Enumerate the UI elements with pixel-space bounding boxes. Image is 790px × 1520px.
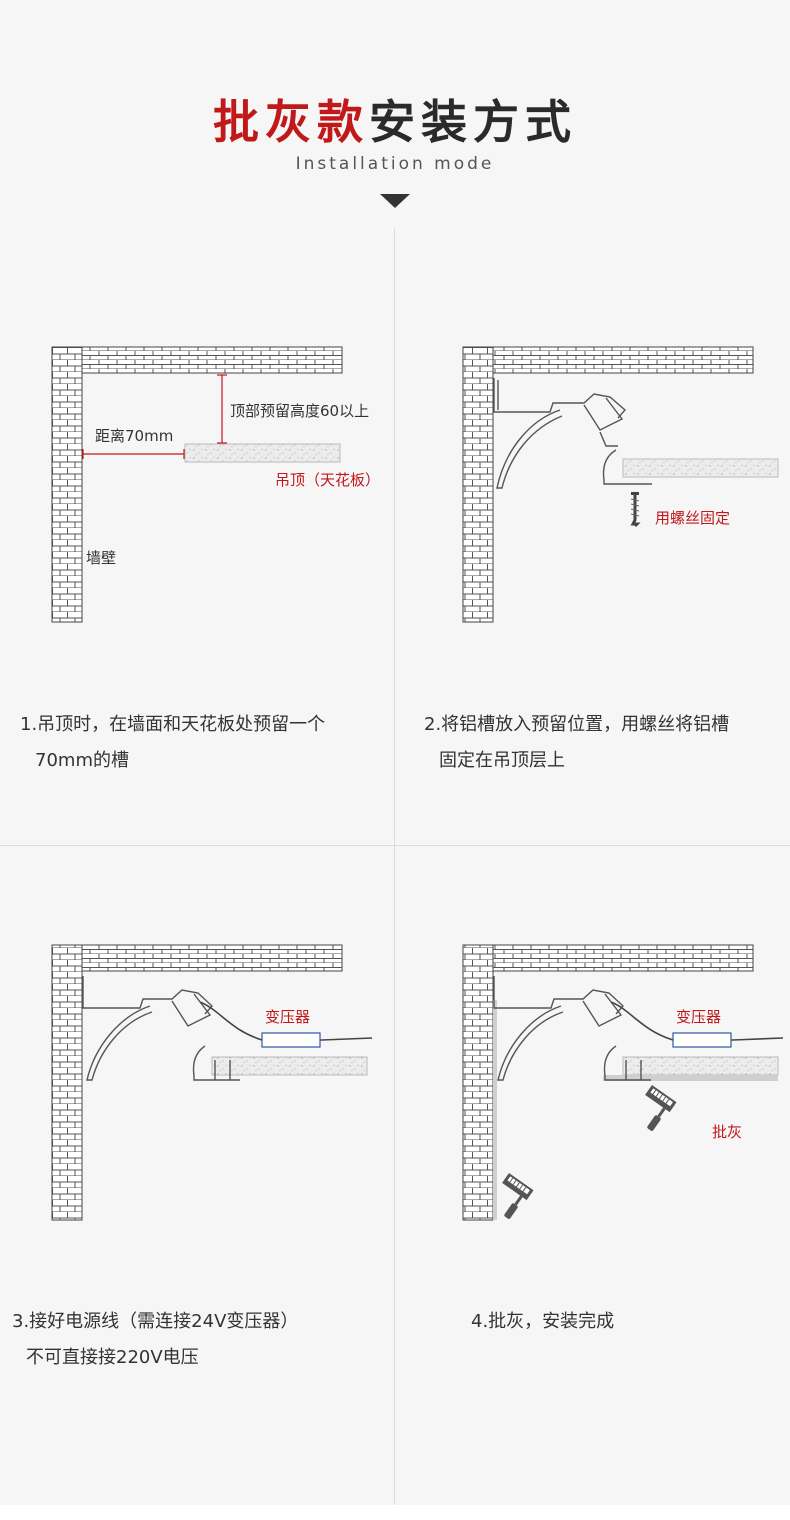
label-wall: 墙壁 bbox=[86, 549, 116, 567]
step1-ceiling-slab bbox=[81, 346, 343, 374]
step2-diagram: 用螺丝固定 bbox=[462, 346, 779, 623]
page-title: 批灰款安装方式 bbox=[0, 86, 790, 152]
step2-ceiling-slab bbox=[492, 346, 754, 374]
step4-ceiling-slab bbox=[492, 944, 754, 972]
title-dark: 安装方式 bbox=[369, 95, 577, 149]
step1-wall bbox=[51, 346, 83, 623]
step3-diagram: 变压器 bbox=[51, 944, 373, 1221]
step1-caption: 1.吊顶时，在墙面和天花板处预留一个 70mm的槽 bbox=[20, 707, 325, 779]
paint-roller-icon-ceiling bbox=[645, 1085, 677, 1131]
label-distance: 距离70mm bbox=[95, 427, 173, 445]
step2-caption: 2.将铝槽放入预留位置，用螺丝将铝槽 固定在吊顶层上 bbox=[424, 707, 729, 779]
page-subtitle: Installation mode bbox=[295, 154, 495, 174]
paint-roller-icon-wall bbox=[502, 1173, 534, 1219]
step4-diagram: 变压器 批灰 bbox=[462, 944, 784, 1221]
horizontal-divider bbox=[0, 845, 790, 846]
bottom-band bbox=[0, 1505, 790, 1520]
step4-wall-plaster bbox=[493, 1000, 497, 1220]
step4-caption: 4.批灰，安装完成 bbox=[471, 1304, 614, 1340]
step1-caption-line2: 70mm的槽 bbox=[35, 750, 129, 771]
step4-ceiling-plaster bbox=[603, 1075, 778, 1081]
screw-icon bbox=[630, 492, 641, 528]
step2-gypsum-board bbox=[622, 458, 779, 478]
label-height: 顶部预留高度60以上 bbox=[230, 402, 369, 420]
label-screw: 用螺丝固定 bbox=[655, 509, 730, 527]
label-transformer-4: 变压器 bbox=[676, 1008, 721, 1026]
step4-gypsum-board bbox=[622, 1056, 779, 1076]
label-transformer-3: 变压器 bbox=[265, 1008, 310, 1026]
step3-caption-line1: 3.接好电源线（需连接24V变压器） bbox=[12, 1311, 299, 1332]
down-arrow-icon bbox=[380, 194, 410, 208]
step3-caption: 3.接好电源线（需连接24V变压器） 不可直接接220V电压 bbox=[12, 1304, 298, 1376]
step3-wall bbox=[51, 944, 83, 1221]
step1-caption-line1: 1.吊顶时，在墙面和天花板处预留一个 bbox=[20, 714, 326, 735]
header: 批灰款安装方式 Installation mode bbox=[0, 0, 790, 230]
step4-transformer-icon bbox=[672, 1032, 732, 1048]
label-ceiling: 吊顶（天花板） bbox=[275, 471, 380, 489]
step2-caption-line1: 2.将铝槽放入预留位置，用螺丝将铝槽 bbox=[424, 714, 730, 735]
step1-diagram: 顶部预留高度60以上 距离70mm 吊顶（天花板） 墙壁 bbox=[51, 346, 380, 623]
step1-gypsum-board bbox=[184, 443, 341, 463]
title-red: 批灰款 bbox=[213, 95, 369, 149]
step3-gypsum-board bbox=[211, 1056, 368, 1076]
step3-caption-line2: 不可直接接220V电压 bbox=[26, 1347, 199, 1368]
vertical-divider bbox=[394, 228, 395, 1508]
label-plaster: 批灰 bbox=[712, 1123, 742, 1141]
step2-profile bbox=[493, 378, 652, 489]
step2-caption-line2: 固定在吊顶层上 bbox=[439, 750, 565, 771]
step2-wall bbox=[462, 346, 494, 623]
step3-ceiling-slab bbox=[81, 944, 343, 972]
step4-caption-line1: 4.批灰，安装完成 bbox=[471, 1311, 615, 1332]
step3-transformer-icon bbox=[261, 1032, 321, 1048]
step4-wall bbox=[462, 944, 494, 1221]
